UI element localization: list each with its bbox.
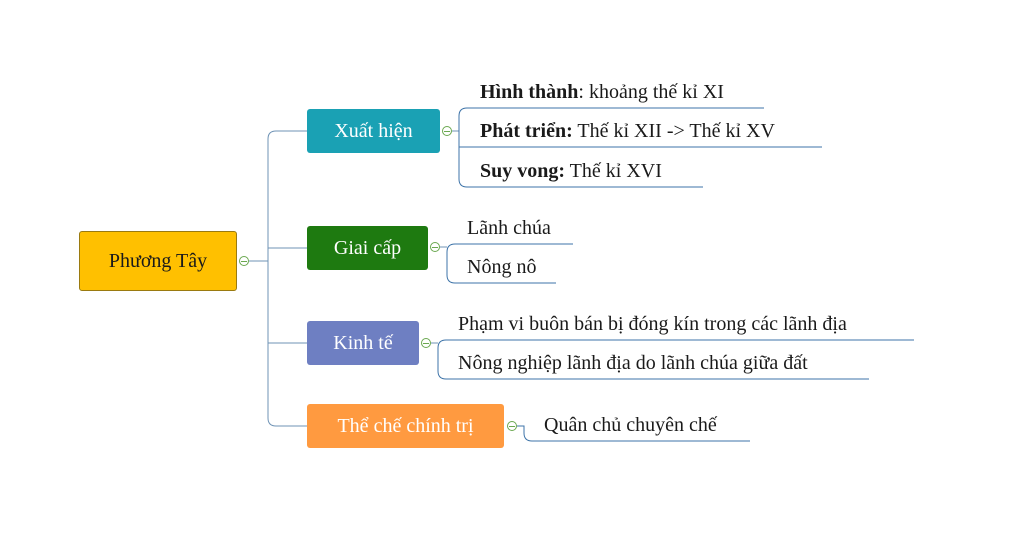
collapse-branch-icon[interactable] xyxy=(430,242,440,252)
branch-label: Thể chế chính trị xyxy=(337,414,474,437)
branch-label: Kinh tế xyxy=(333,331,393,354)
branch-label: Xuất hiện xyxy=(334,119,413,142)
collapse-branch-icon[interactable] xyxy=(442,126,452,136)
leaf-quan-chu-chuyen-che[interactable]: Quân chủ chuyên chế xyxy=(544,414,717,436)
collapse-branch-icon[interactable] xyxy=(421,338,431,348)
leaf-nong-nghiep[interactable]: Nông nghiệp lãnh địa do lãnh chúa giữa đ… xyxy=(458,352,808,374)
branch-kinh-te[interactable]: Kinh tế xyxy=(307,321,419,365)
child-underline xyxy=(446,243,573,284)
child-underline xyxy=(517,425,750,442)
branch-giai-cap[interactable]: Giai cấp xyxy=(307,226,428,270)
leaf-lanh-chua[interactable]: Lãnh chúa xyxy=(467,217,551,239)
branch-the-che-chinh-tri[interactable]: Thể chế chính trị xyxy=(307,404,504,448)
branch-xuat-hien[interactable]: Xuất hiện xyxy=(307,109,440,153)
leaf-suy-vong[interactable]: Suy vong: Thế kỉ XVI xyxy=(480,160,662,182)
trunk-connector xyxy=(267,130,307,427)
leaf-phat-trien[interactable]: Phát triển: Thế kỉ XII -> Thế kỉ XV xyxy=(480,120,775,142)
leaf-pham-vi-buon-ban[interactable]: Phạm vi buôn bán bị đóng kín trong các l… xyxy=(458,313,847,335)
branch-label: Giai cấp xyxy=(333,236,402,259)
collapse-root-icon[interactable] xyxy=(239,256,249,266)
leaf-nong-no[interactable]: Nông nô xyxy=(467,256,537,278)
root-topic[interactable]: Phương Tây xyxy=(79,231,237,291)
root-topic-label: Phương Tây xyxy=(108,249,208,272)
collapse-branch-icon[interactable] xyxy=(507,421,517,431)
child-underline xyxy=(437,339,914,380)
leaf-hinh-thanh[interactable]: Hình thành: khoảng thế kỉ XI xyxy=(480,81,724,103)
